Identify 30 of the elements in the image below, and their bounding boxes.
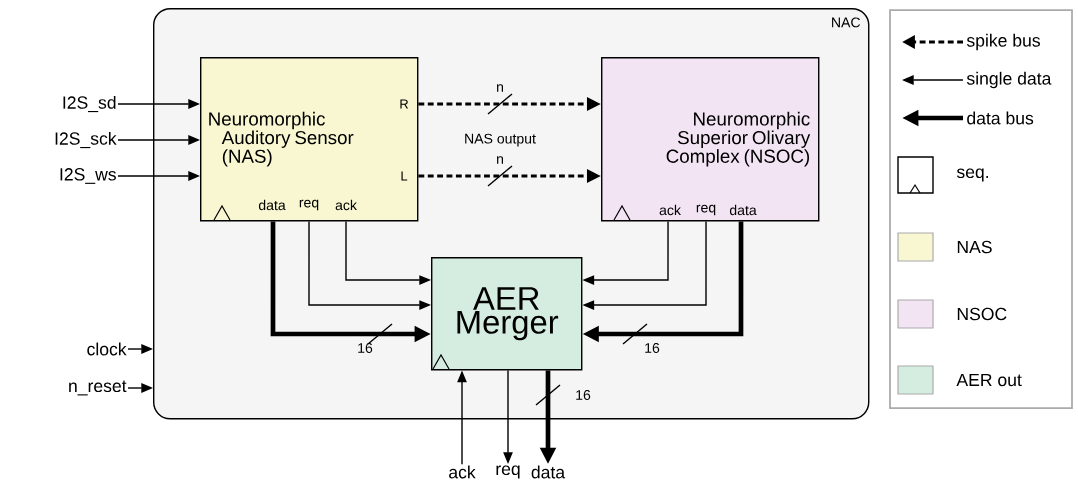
bus-width-label: n: [497, 84, 503, 92]
signal-label: data: [531, 465, 566, 479]
merger-block: AER Merger: [431, 257, 583, 371]
signal-label: I2S_ws: [60, 168, 116, 184]
port-label: L: [401, 171, 408, 181]
signal-label: clock: [87, 342, 127, 356]
signal-label: ack: [449, 465, 476, 479]
port-label: data: [258, 199, 286, 211]
port-label: R: [400, 99, 409, 109]
bus-label: NAS output: [465, 133, 536, 147]
port-label: ack: [659, 204, 681, 216]
bus-width-label: 16: [358, 343, 373, 353]
legend-text: data bus: [967, 111, 1034, 125]
legend-text: NSOC: [957, 307, 1007, 321]
signal-label: I2S_sck: [55, 131, 117, 149]
bus-width-label: 16: [576, 390, 591, 400]
signal-label: req: [496, 465, 520, 479]
legend-text: spike bus: [966, 33, 1040, 51]
bus-width-label: 16: [645, 343, 660, 353]
signal-label: n_reset: [69, 380, 127, 396]
port-label: data: [729, 204, 757, 216]
legend-text: AER out: [956, 373, 1022, 387]
signal-label: I2S_sd: [63, 95, 116, 113]
legend-text: single data: [966, 71, 1052, 89]
legend-text: NAS: [957, 240, 992, 254]
port-label: req: [299, 199, 319, 211]
port-label: ack: [335, 199, 357, 211]
port-label: req: [696, 204, 716, 216]
legend-text: seq.: [956, 168, 988, 182]
bus-width-label: n: [497, 156, 503, 164]
